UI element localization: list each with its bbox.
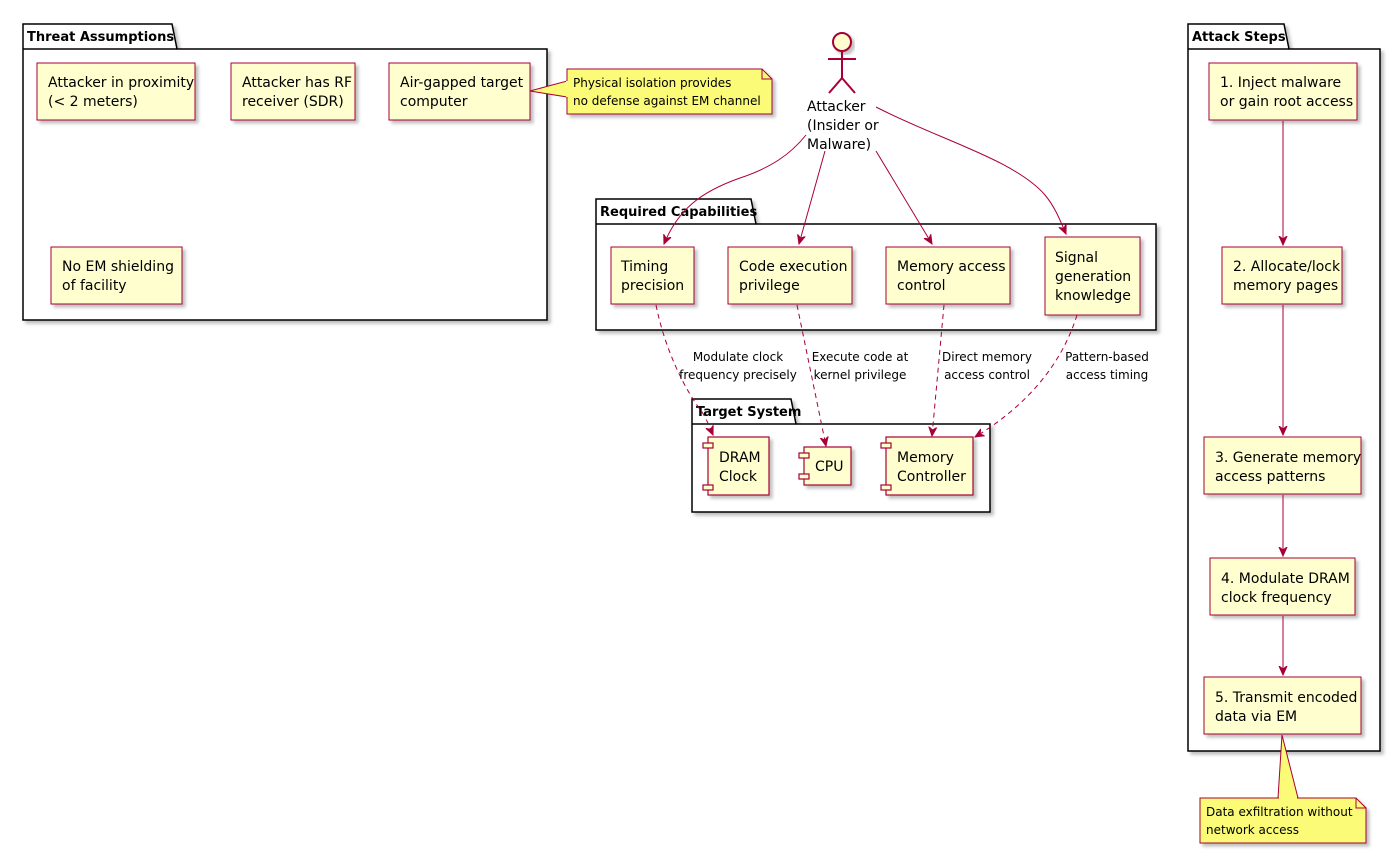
arrow-signal-controller — [975, 314, 1078, 437]
actor-label-line1: Attacker — [807, 99, 866, 115]
capability-timing-line2: precision — [621, 278, 684, 294]
capability-memory-line1: Memory access — [897, 259, 1006, 275]
threat-box-rf-receiver: Attacker has RF receiver (SDR) — [230, 62, 356, 121]
edge-label-timing-line1: Modulate clock — [693, 350, 783, 364]
step-4-line1: 4. Modulate DRAM — [1221, 571, 1350, 587]
component-dram-line2: Clock — [719, 469, 758, 485]
threat-box-proximity-line2: (< 2 meters) — [48, 94, 138, 110]
attacker-actor: Attacker (Insider or Malware) — [807, 32, 879, 153]
step-1-line2: or gain root access — [1220, 94, 1353, 110]
step-5-line1: 5. Transmit encoded — [1215, 690, 1357, 706]
capability-timing-line1: Timing — [620, 259, 668, 275]
edge-labels: Modulate clock frequency precisely Execu… — [679, 350, 1149, 382]
threat-note: Physical isolation provides no defense a… — [529, 68, 773, 115]
step-1-line1: 1. Inject malware — [1220, 75, 1341, 91]
capability-code-line2: privilege — [739, 278, 800, 294]
package-title-capabilities: Required Capabilities — [600, 205, 757, 220]
steps-note-line2: network access — [1206, 823, 1299, 837]
capability-signal-line2: generation — [1055, 269, 1131, 285]
actor-capability-arrows — [664, 106, 1066, 244]
edge-label-code-line2: kernel privilege — [814, 368, 907, 382]
step-2-line2: memory pages — [1233, 278, 1338, 294]
package-title-steps: Attack Steps — [1192, 30, 1286, 45]
steps-note: Data exfiltration without network access — [1199, 734, 1367, 844]
edge-label-signal-line2: access timing — [1066, 368, 1149, 382]
component-cpu: CPU — [798, 446, 852, 486]
capability-signal-generation: Signal generation knowledge — [1044, 236, 1141, 316]
step-4-line2: clock frequency — [1221, 590, 1332, 606]
step-2: 2. Allocate/lock memory pages — [1221, 246, 1343, 305]
edge-label-memory-line1: Direct memory — [942, 350, 1032, 364]
threat-box-rf-line1: Attacker has RF — [242, 75, 352, 91]
package-title-threat: Threat Assumptions — [27, 30, 174, 45]
arrow-actor-signal — [875, 106, 1066, 234]
package-title-target: Target System — [696, 405, 801, 420]
step-3-line1: 3. Generate memory — [1215, 450, 1361, 466]
arrow-code-cpu — [796, 304, 826, 446]
package-attack-steps: Attack Steps — [1187, 23, 1381, 752]
threat-box-shielding-line1: No EM shielding — [62, 259, 174, 275]
actor-label-line2: (Insider or — [807, 118, 879, 134]
threat-note-line1: Physical isolation provides — [573, 76, 731, 90]
step-2-line1: 2. Allocate/lock — [1233, 259, 1341, 275]
capability-signal-line3: knowledge — [1055, 288, 1131, 304]
step-3: 3. Generate memory access patterns — [1203, 436, 1362, 495]
threat-box-air-gapped: Air-gapped target computer — [388, 62, 531, 121]
steps-note-line1: Data exfiltration without — [1206, 805, 1353, 819]
capability-memory-access: Memory access control — [885, 246, 1011, 305]
step-3-line2: access patterns — [1215, 469, 1325, 485]
step-1: 1. Inject malware or gain root access — [1208, 62, 1358, 121]
step-4: 4. Modulate DRAM clock frequency — [1209, 557, 1356, 616]
arrow-actor-timing — [664, 134, 807, 244]
capability-memory-line2: control — [897, 278, 946, 294]
threat-note-line2: no defense against EM channel — [573, 94, 761, 108]
threat-box-airgap-line1: Air-gapped target — [400, 75, 524, 91]
edge-label-signal-line1: Pattern-based — [1065, 350, 1149, 364]
threat-box-proximity-line1: Attacker in proximity — [48, 75, 194, 91]
component-dram-clock: DRAM Clock — [702, 436, 770, 496]
arrow-actor-code — [799, 150, 826, 244]
capability-code-line1: Code execution — [739, 259, 848, 275]
capability-code-execution: Code execution privilege — [727, 246, 853, 305]
capability-target-arrows — [655, 304, 1078, 446]
edge-label-code-line1: Execute code at — [812, 350, 909, 364]
threat-box-no-shielding: No EM shielding of facility — [50, 246, 183, 305]
capability-timing: Timing precision — [610, 246, 695, 305]
component-memctrl-line2: Controller — [897, 469, 966, 485]
edge-label-timing-line2: frequency precisely — [679, 368, 797, 382]
threat-box-shielding-line2: of facility — [62, 278, 127, 294]
capability-signal-line1: Signal — [1055, 250, 1098, 266]
threat-box-rf-line2: receiver (SDR) — [242, 94, 344, 110]
component-memory-controller: Memory Controller — [880, 436, 974, 496]
arrow-actor-memory — [875, 150, 932, 244]
arrow-memory-controller — [932, 304, 945, 436]
threat-box-airgap-line2: computer — [400, 94, 468, 110]
component-dram-line1: DRAM — [719, 450, 761, 466]
edge-label-memory-line2: access control — [944, 368, 1030, 382]
component-cpu-label: CPU — [815, 459, 843, 475]
step-5-line2: data via EM — [1215, 709, 1297, 725]
actor-label-line3: Malware) — [807, 137, 871, 153]
step-5: 5. Transmit encoded data via EM — [1203, 676, 1362, 735]
threat-box-proximity: Attacker in proximity (< 2 meters) — [36, 62, 196, 121]
component-memctrl-line1: Memory — [897, 450, 954, 466]
